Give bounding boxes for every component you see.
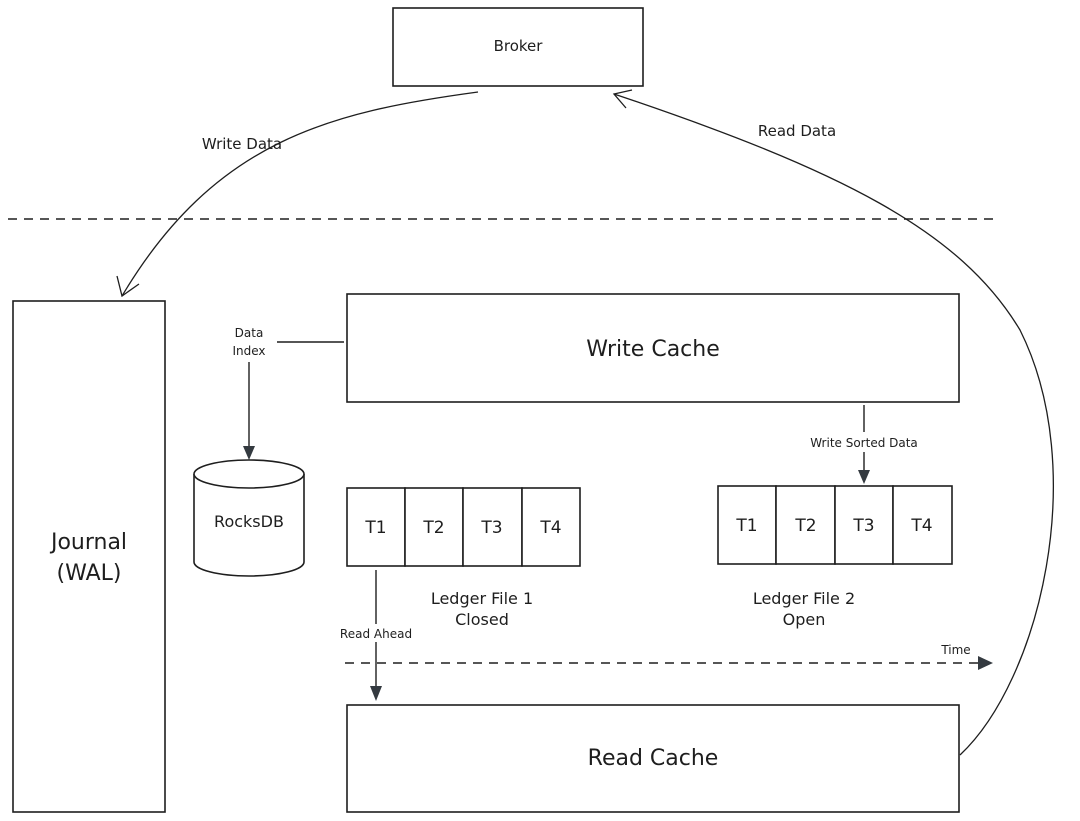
write-cache-label: Write Cache <box>586 337 720 362</box>
ledger-2-cell: T4 <box>910 516 932 536</box>
broker-label: Broker <box>494 37 544 55</box>
time-label: Time <box>940 643 970 657</box>
time-axis <box>345 656 993 670</box>
data-index-label: Data <box>235 326 264 340</box>
journal-sublabel: (WAL) <box>56 561 121 586</box>
ledger-2-cell: T2 <box>794 516 816 536</box>
read-data-label: Read Data <box>758 122 836 140</box>
rocksdb-label: RocksDB <box>214 512 284 531</box>
write-cache-node: Write Cache <box>346 293 960 403</box>
ledger-1-name: Ledger File 1 <box>431 589 533 608</box>
write-sorted-data-label: Write Sorted Data <box>810 436 918 450</box>
ledger-file-2: T1 T2 T3 T4 <box>717 485 953 565</box>
ledger-2-cell: T1 <box>735 516 757 536</box>
journal-node: Journal (WAL) <box>12 300 166 813</box>
write-sorted-data-arrow <box>858 405 870 484</box>
ledger-1-status: Closed <box>455 610 509 629</box>
write-data-arrow <box>116 91 479 298</box>
ledger-2-name: Ledger File 2 <box>753 589 855 608</box>
read-ahead-label: Read Ahead <box>340 627 412 641</box>
read-ahead-arrow <box>370 570 382 701</box>
ledger-1-cell: T2 <box>422 518 444 538</box>
broker-node: Broker <box>392 7 644 87</box>
ledger-2-cell: T3 <box>852 516 874 536</box>
rocksdb-node: RocksDB <box>193 459 305 577</box>
data-index-connector <box>243 341 344 460</box>
read-data-arrow <box>612 89 1054 756</box>
read-cache-label: Read Cache <box>588 746 719 771</box>
journal-label: Journal <box>49 530 127 555</box>
ledger-1-cell: T4 <box>539 518 561 538</box>
read-cache-node: Read Cache <box>346 704 960 813</box>
data-index-sublabel: Index <box>232 344 265 358</box>
write-data-label: Write Data <box>202 135 282 153</box>
ledger-file-1: T1 T2 T3 T4 <box>346 487 581 567</box>
ledger-2-status: Open <box>783 610 826 629</box>
ledger-1-cell: T3 <box>480 518 502 538</box>
ledger-1-cell: T1 <box>364 518 386 538</box>
